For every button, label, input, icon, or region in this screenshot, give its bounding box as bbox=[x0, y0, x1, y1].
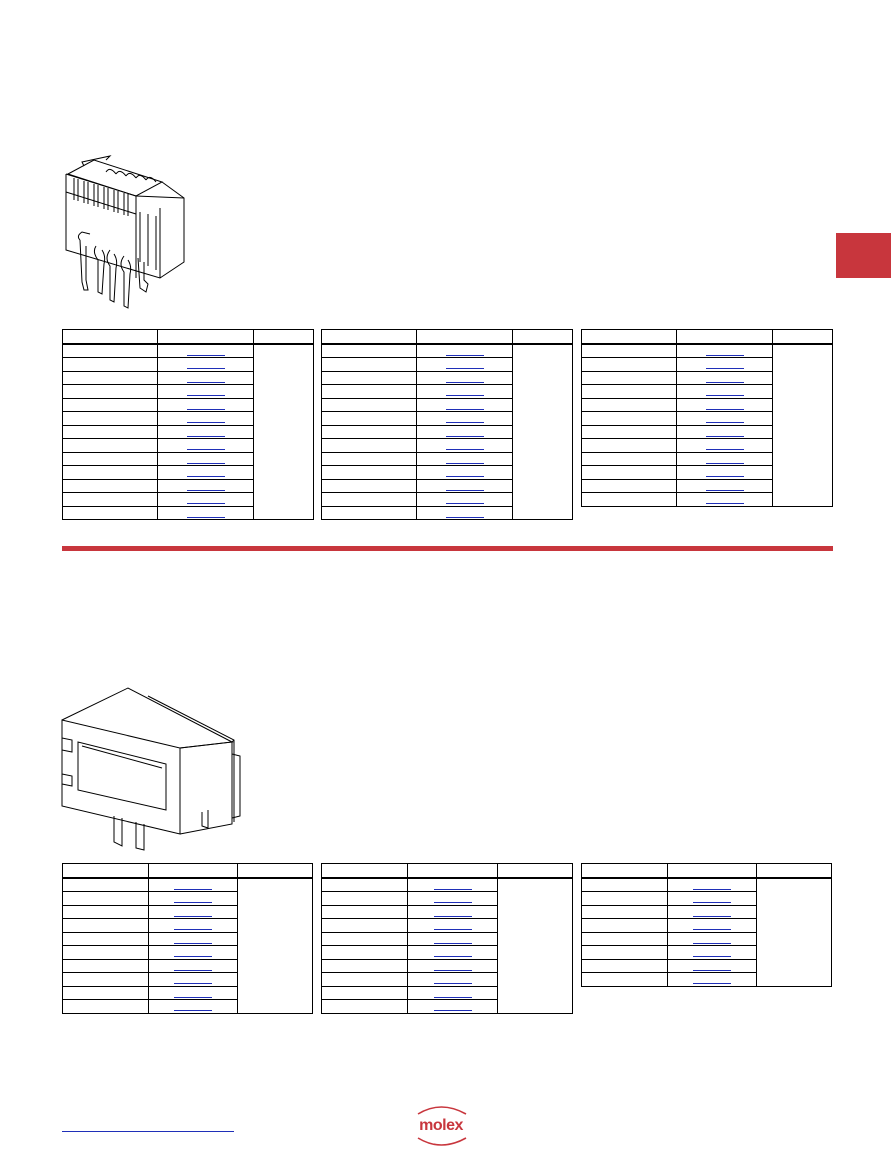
part-link[interactable] bbox=[693, 887, 731, 890]
part-link[interactable] bbox=[445, 393, 484, 397]
part-link[interactable] bbox=[186, 501, 225, 505]
part-link[interactable] bbox=[186, 488, 225, 491]
part-link[interactable] bbox=[445, 420, 484, 424]
part-link[interactable] bbox=[433, 1008, 472, 1012]
part-link[interactable] bbox=[186, 515, 225, 518]
part-link[interactable] bbox=[433, 981, 472, 985]
part-link[interactable] bbox=[445, 488, 484, 491]
part-link[interactable] bbox=[186, 447, 225, 451]
part-link[interactable] bbox=[445, 380, 484, 383]
part-link[interactable] bbox=[174, 887, 212, 890]
part-link[interactable] bbox=[693, 941, 731, 944]
part-link[interactable] bbox=[705, 407, 744, 410]
logo-text: molex bbox=[419, 1117, 463, 1134]
part-link[interactable] bbox=[186, 420, 225, 424]
part-link[interactable] bbox=[174, 1008, 212, 1012]
part-link[interactable] bbox=[174, 900, 212, 904]
part-link[interactable] bbox=[174, 914, 212, 917]
part-link[interactable] bbox=[445, 353, 484, 356]
part-link[interactable] bbox=[433, 900, 472, 904]
part-link[interactable] bbox=[433, 954, 472, 958]
part-link[interactable] bbox=[445, 501, 484, 505]
part-link[interactable] bbox=[174, 995, 212, 998]
part-link[interactable] bbox=[186, 393, 225, 397]
part-link[interactable] bbox=[186, 434, 225, 437]
part-link[interactable] bbox=[433, 887, 472, 890]
part-link[interactable] bbox=[174, 968, 212, 971]
part-table-2 bbox=[321, 329, 573, 520]
part-link[interactable] bbox=[705, 380, 744, 383]
part-link[interactable] bbox=[693, 981, 731, 985]
part-link[interactable] bbox=[693, 927, 731, 931]
part-link[interactable] bbox=[174, 981, 212, 985]
part-link[interactable] bbox=[693, 914, 731, 917]
part-link[interactable] bbox=[174, 954, 212, 958]
section-tab bbox=[836, 233, 891, 278]
footer-website-link[interactable] bbox=[62, 1130, 234, 1132]
part-link[interactable] bbox=[705, 461, 744, 464]
part-link[interactable] bbox=[705, 488, 744, 491]
part-link[interactable] bbox=[445, 407, 484, 410]
part-link[interactable] bbox=[186, 407, 225, 410]
part-link[interactable] bbox=[705, 420, 744, 424]
part-link[interactable] bbox=[186, 353, 225, 356]
part-link[interactable] bbox=[705, 447, 744, 451]
part-link[interactable] bbox=[445, 447, 484, 451]
part-link[interactable] bbox=[433, 968, 472, 971]
part-link[interactable] bbox=[445, 515, 484, 518]
part-link[interactable] bbox=[433, 927, 472, 931]
part-link[interactable] bbox=[433, 914, 472, 917]
part-link[interactable] bbox=[174, 941, 212, 944]
part-link[interactable] bbox=[705, 353, 744, 356]
part-link[interactable] bbox=[693, 900, 731, 904]
part-link[interactable] bbox=[433, 995, 472, 998]
header-connector-image bbox=[61, 687, 241, 851]
part-link[interactable] bbox=[445, 461, 484, 464]
part-link[interactable] bbox=[186, 380, 225, 383]
part-link[interactable] bbox=[445, 366, 484, 370]
part-table-6 bbox=[581, 863, 832, 987]
part-link[interactable] bbox=[705, 366, 744, 370]
part-link[interactable] bbox=[445, 434, 484, 437]
logo-arcs-icon bbox=[417, 1106, 467, 1146]
part-link[interactable] bbox=[705, 393, 744, 397]
molex-logo: molex bbox=[410, 1104, 478, 1148]
part-table-4 bbox=[62, 863, 313, 1014]
part-table-1 bbox=[62, 329, 314, 520]
part-link[interactable] bbox=[705, 434, 744, 437]
part-link[interactable] bbox=[445, 474, 484, 478]
part-link[interactable] bbox=[186, 366, 225, 370]
part-link[interactable] bbox=[693, 968, 731, 971]
part-link[interactable] bbox=[186, 461, 225, 464]
part-link[interactable] bbox=[705, 501, 744, 505]
part-link[interactable] bbox=[433, 941, 472, 944]
part-link[interactable] bbox=[705, 474, 744, 478]
part-table-5 bbox=[321, 863, 573, 1014]
part-link[interactable] bbox=[693, 954, 731, 958]
part-link[interactable] bbox=[186, 474, 225, 478]
part-link[interactable] bbox=[174, 927, 212, 931]
section-divider bbox=[62, 546, 833, 551]
ffc-connector-image bbox=[65, 155, 185, 309]
part-table-3 bbox=[581, 329, 833, 507]
